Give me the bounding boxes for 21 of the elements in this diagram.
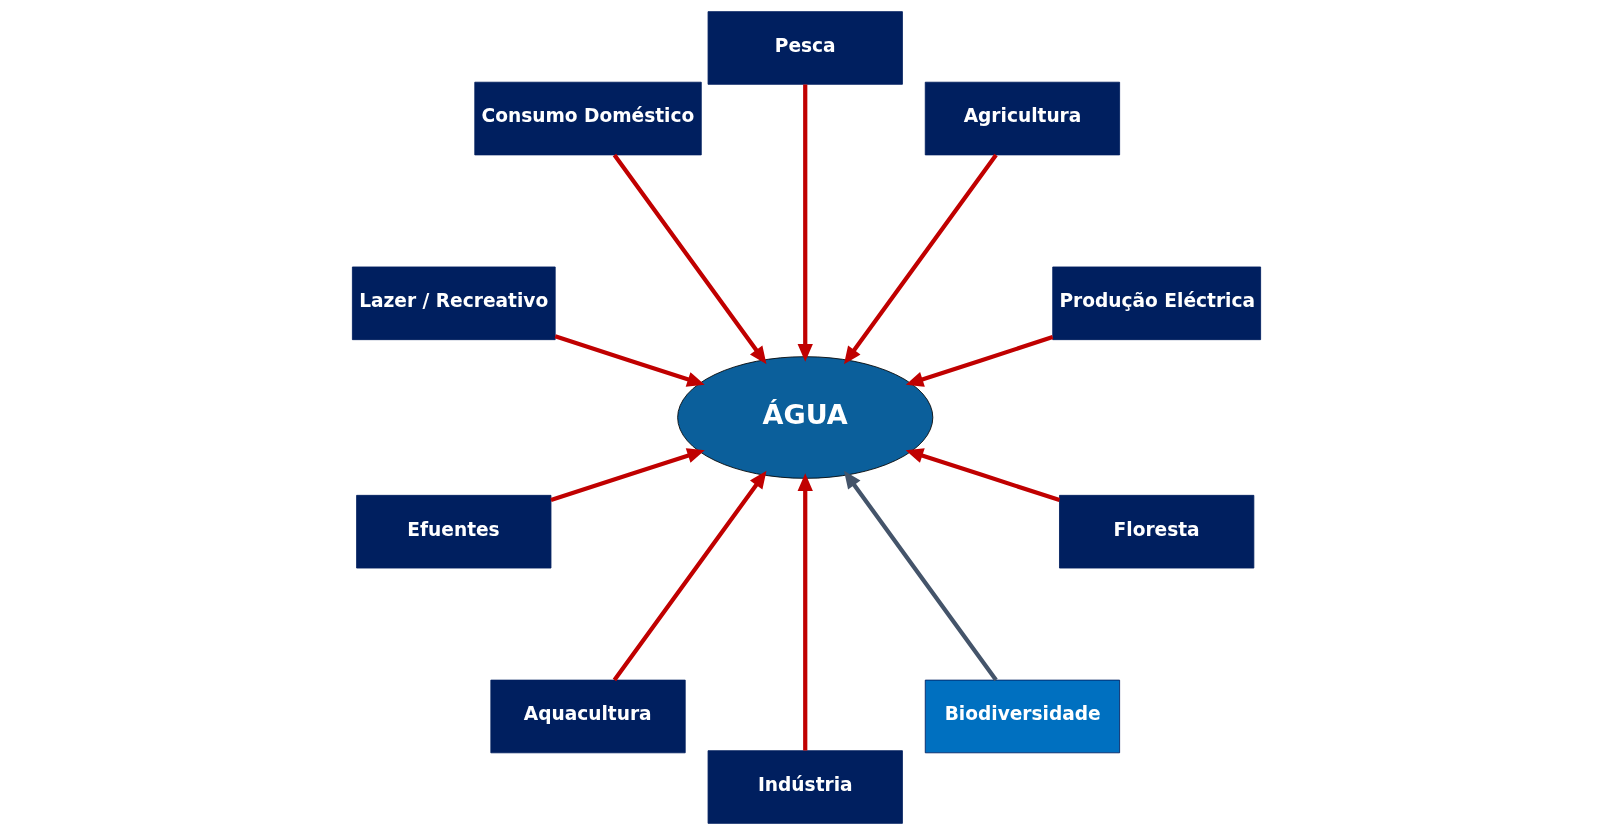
arrow [843,470,998,682]
node-box: Floresta [1058,494,1254,569]
node-box: Biodiversidade [924,679,1120,754]
node-box: Pesca [707,11,903,85]
node-box: Aquacultura [489,679,686,754]
arrow [612,470,766,682]
arrow [905,448,1060,503]
node-box: Indústria [707,750,903,824]
arrow [797,473,813,751]
arrow [549,448,705,503]
node-box: Efuentes [355,494,551,569]
arrow [797,84,813,362]
node-box: Agricultura [924,81,1120,156]
arrow [905,335,1053,387]
node-ellipse: ÁGUA [676,356,933,479]
node-box: Produção Eléctrica [1051,266,1261,341]
arrow [843,153,998,365]
node-box: Lazer / Recreativo [351,266,556,341]
arrow [554,334,705,387]
arrow [612,153,766,365]
node-box: Consumo Doméstico [473,81,702,156]
